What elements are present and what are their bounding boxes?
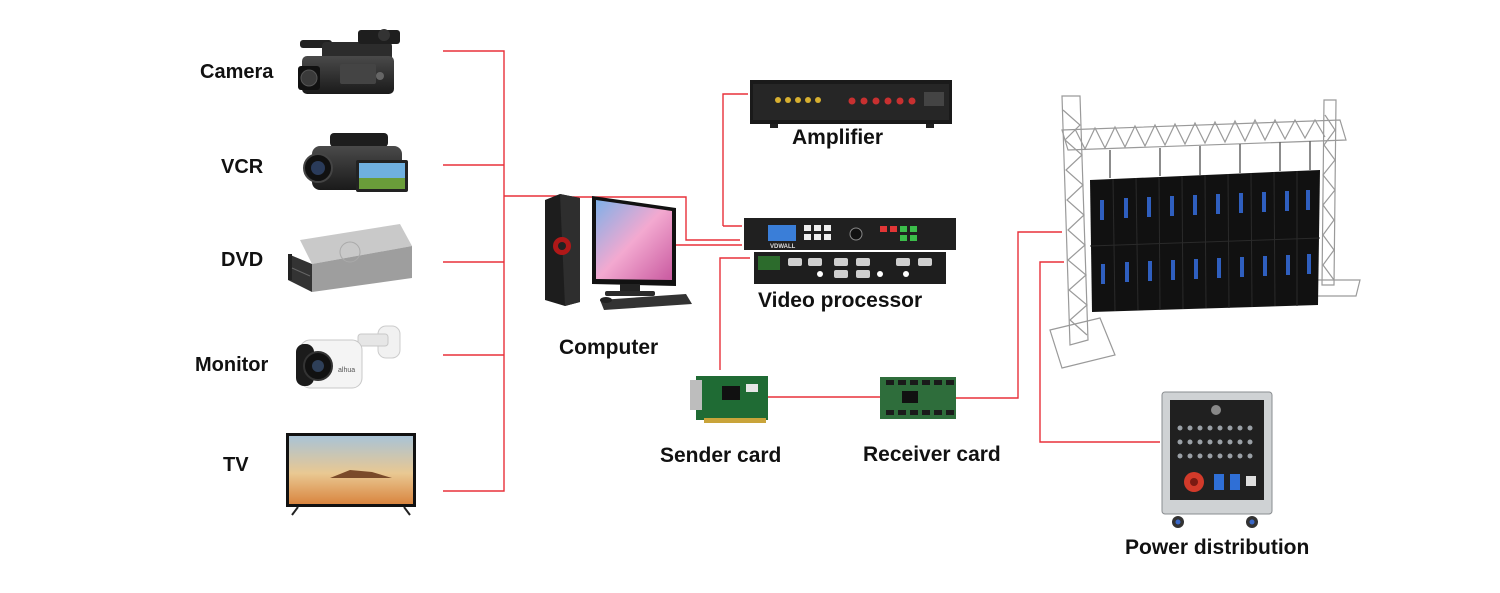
- connection-lines: [443, 50, 1160, 492]
- power-distribution-icon: [1161, 391, 1273, 528]
- processor-brand-text: VDWALL: [770, 244, 796, 250]
- tv-label: TV: [223, 454, 249, 476]
- dvd-label: DVD: [221, 249, 264, 271]
- vcr-label: VCR: [221, 156, 264, 178]
- computer-icon: [545, 194, 692, 310]
- led-screen-truss-icon: [1049, 95, 1361, 369]
- computer-to-amplifier-line: [560, 196, 740, 241]
- cctv-camera-icon: alhua: [296, 325, 401, 389]
- processor-to-sender-line: [719, 257, 750, 370]
- receiver-card-icon: [880, 377, 956, 419]
- video-processor-icon: VDWALL: [744, 218, 956, 284]
- receiver-to-screen-line: [956, 231, 1062, 399]
- dvd-drive-icon: [288, 224, 412, 292]
- power-to-screen-line: [1039, 261, 1160, 443]
- vcr-icon: [303, 133, 408, 192]
- sender-card-label: Sender card: [660, 444, 782, 467]
- receiver-card-label: Receiver card: [863, 443, 1001, 466]
- sender-card-icon: [690, 376, 768, 423]
- monitor-label: Monitor: [195, 354, 269, 376]
- camera-label: Camera: [200, 61, 274, 83]
- power-distribution-label: Power distribution: [1125, 536, 1310, 559]
- svg-text:alhua: alhua: [338, 367, 355, 374]
- video-processor-label: Video processor: [758, 289, 923, 312]
- computer-label: Computer: [559, 336, 659, 359]
- tv-icon: [286, 433, 416, 516]
- amplifier-label: Amplifier: [792, 126, 884, 149]
- input-bus-line: [443, 50, 505, 492]
- camera-icon: [298, 29, 400, 94]
- amplifier-icon: [750, 80, 952, 128]
- amplifier-drop-line: [722, 93, 748, 226]
